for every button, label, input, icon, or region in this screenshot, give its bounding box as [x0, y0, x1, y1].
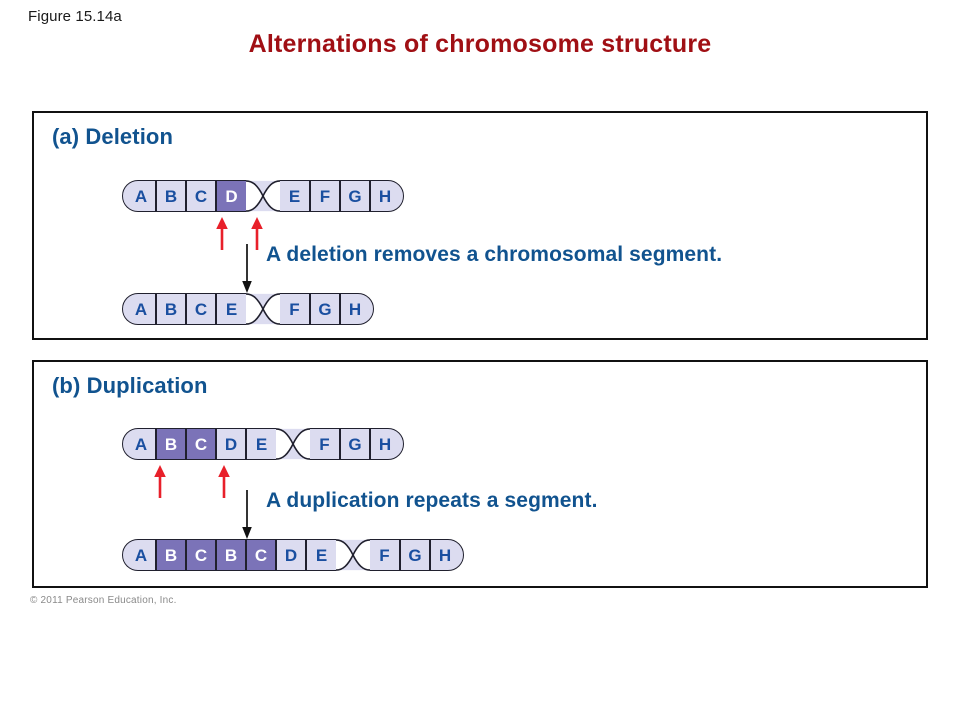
chromosome-band-b: B [156, 428, 186, 460]
copyright-notice: © 2011 Pearson Education, Inc. [30, 595, 177, 606]
breakpoint-arrow-right-duplication [217, 464, 231, 498]
chromosome-band-h: H [370, 428, 404, 460]
figure-label: Figure 15.14a [28, 8, 122, 25]
chromosome-band-a: A [122, 180, 156, 212]
chromosome-band-c: C [186, 293, 216, 325]
chromosome-band-h: H [430, 539, 464, 571]
centromere [336, 539, 370, 571]
chromosome-band-g: G [340, 180, 370, 212]
chromosome-band-b: B [156, 180, 186, 212]
chromosome-band-c: C [186, 539, 216, 571]
page-title: Alternations of chromosome structure [248, 30, 712, 58]
centromere [246, 180, 280, 212]
chromosome-band-b: B [216, 539, 246, 571]
breakpoint-arrow-left-deletion [215, 216, 229, 250]
chromosome-band-a: A [122, 428, 156, 460]
chromosome-band-g: G [340, 428, 370, 460]
chromosome-band-c: C [186, 428, 216, 460]
chromosome-band-f: F [310, 428, 340, 460]
transform-arrow-deletion [239, 244, 255, 294]
chromosome-band-b: B [156, 293, 186, 325]
chromosome-band-a: A [122, 539, 156, 571]
chromosome-band-e: E [280, 180, 310, 212]
breakpoint-arrow-right-deletion [250, 216, 264, 250]
chromosome-band-b: B [156, 539, 186, 571]
chromosome-band-f: F [280, 293, 310, 325]
chromosome-band-h: H [340, 293, 374, 325]
chromosome-band-d: D [276, 539, 306, 571]
chromosome-band-e: E [306, 539, 336, 571]
chromosome-band-c: C [186, 180, 216, 212]
chromosome-band-c: C [246, 539, 276, 571]
chromosome-band-e: E [216, 293, 246, 325]
chromosome-band-f: F [370, 539, 400, 571]
chromosome-band-g: G [310, 293, 340, 325]
breakpoint-arrow-left-duplication [153, 464, 167, 498]
centromere [276, 428, 310, 460]
chromosome-band-g: G [400, 539, 430, 571]
caption-deletion: A deletion removes a chromosomal segment… [266, 243, 723, 266]
chromosome-band-a: A [122, 293, 156, 325]
caption-duplication: A duplication repeats a segment. [266, 489, 598, 512]
chromosome-band-d: D [216, 428, 246, 460]
panel-heading-deletion: (a) Deletion [52, 124, 173, 149]
panel-heading-duplication: (b) Duplication [52, 373, 208, 398]
centromere [246, 293, 280, 325]
chromosome-band-h: H [370, 180, 404, 212]
chromosome-band-e: E [246, 428, 276, 460]
chromosome-band-f: F [310, 180, 340, 212]
chromosome-band-d: D [216, 180, 246, 212]
transform-arrow-duplication [239, 490, 255, 540]
